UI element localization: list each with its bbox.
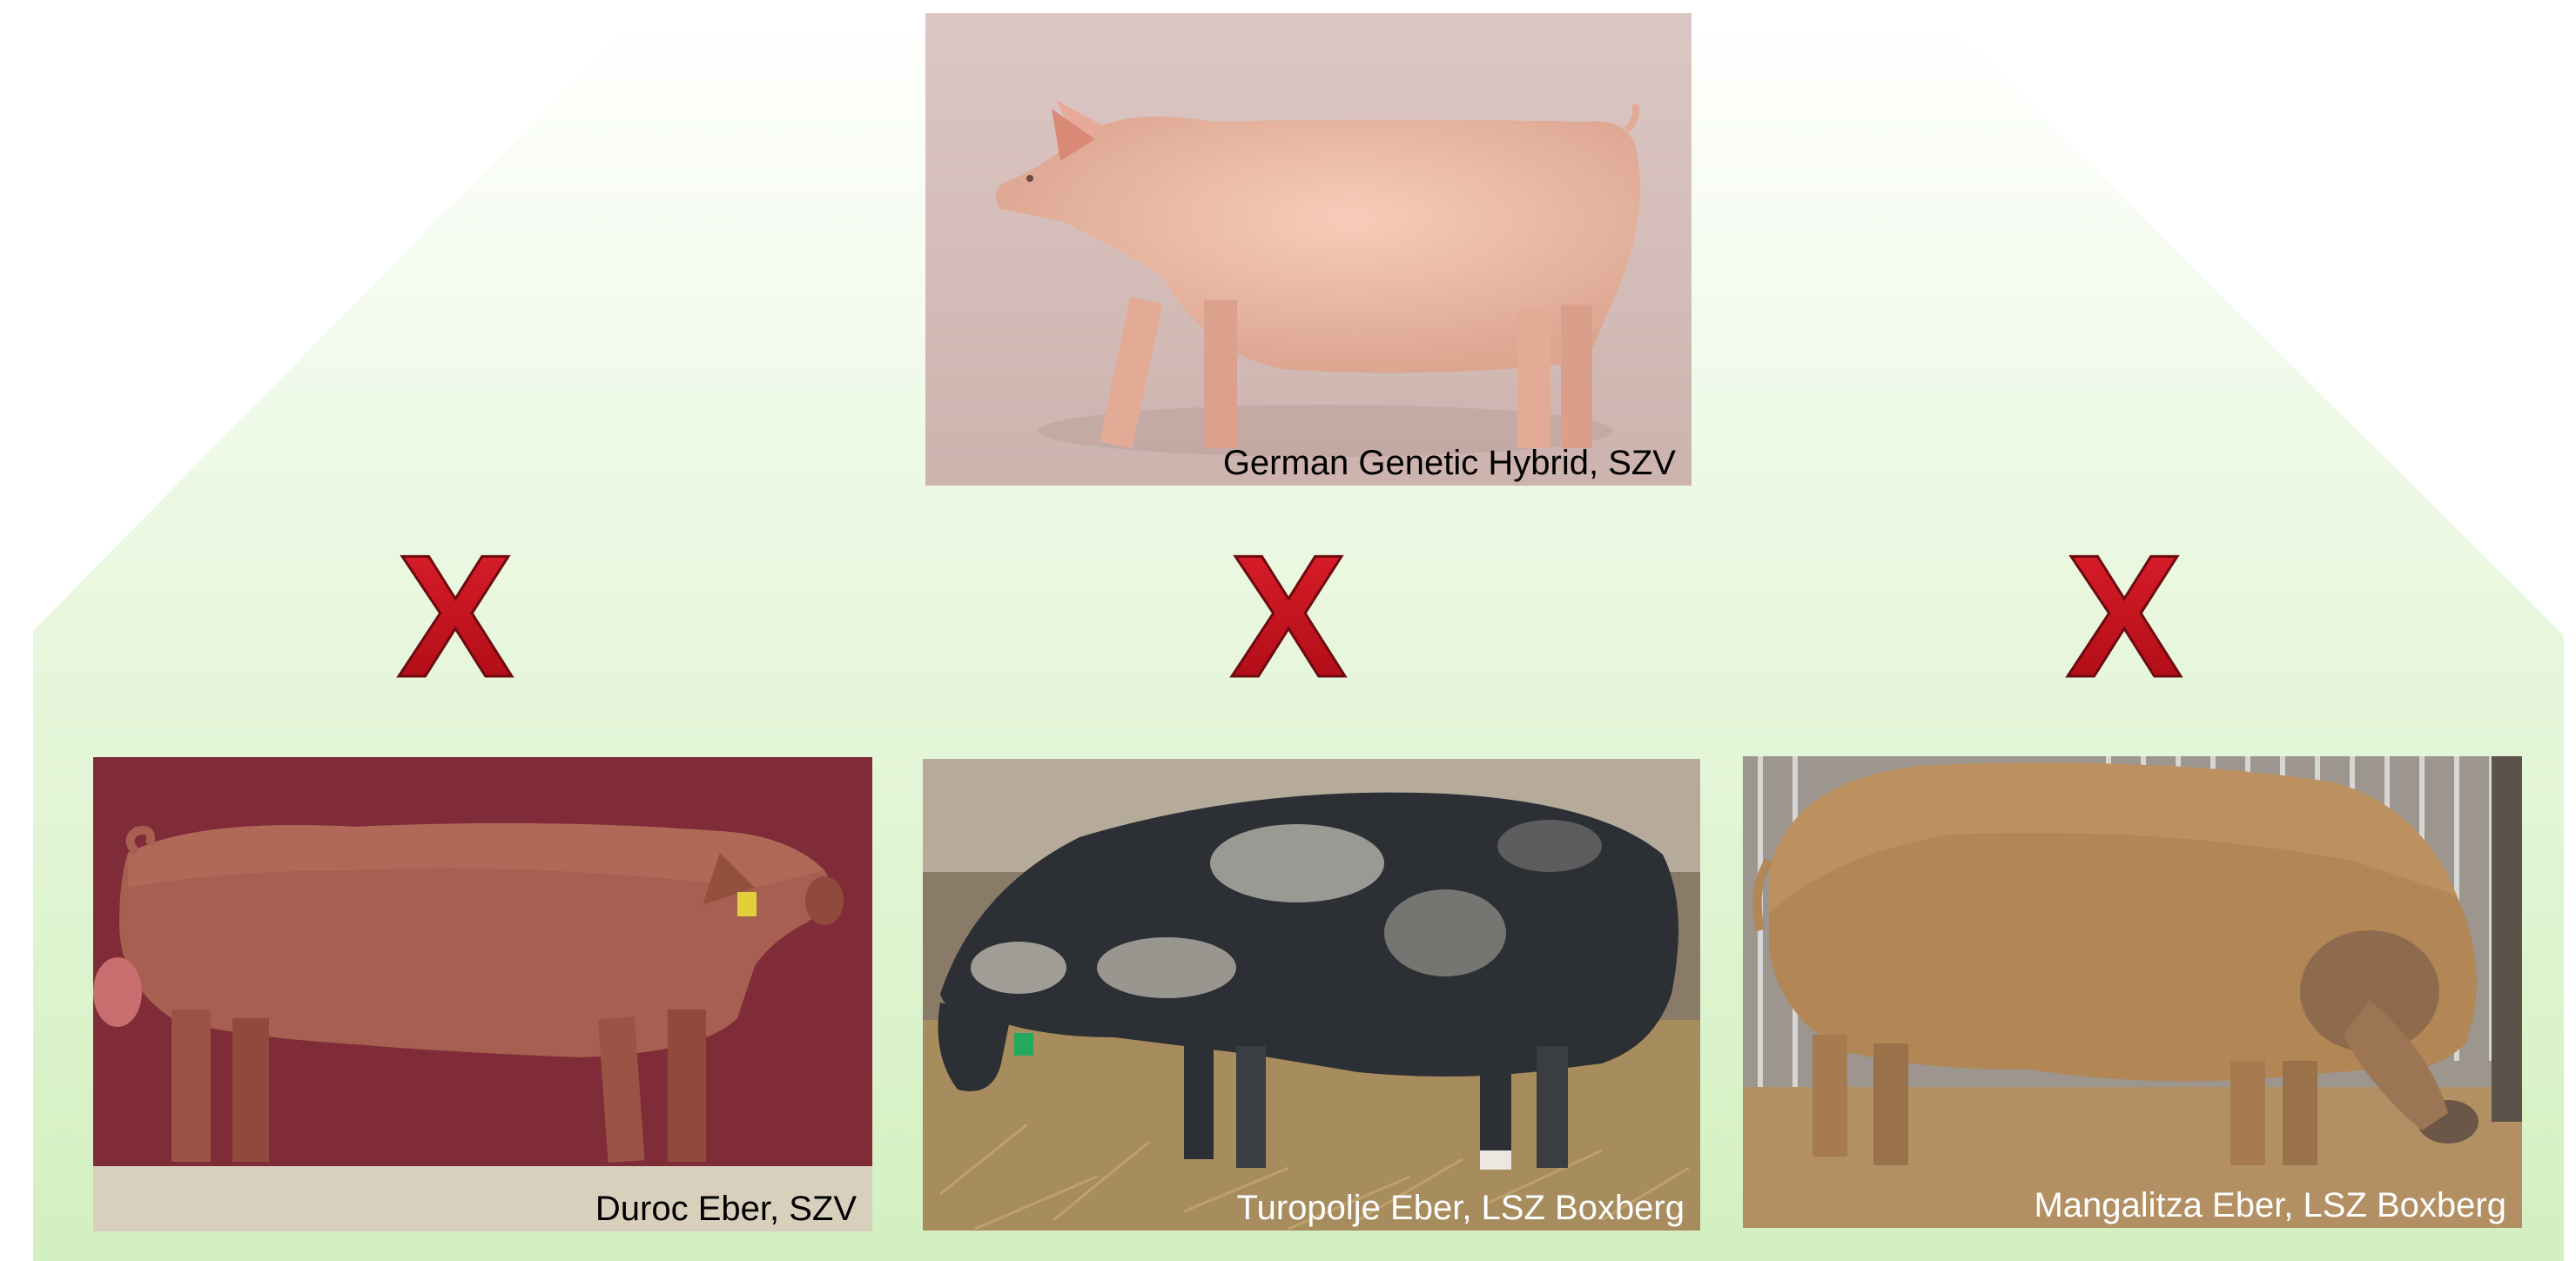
pig-photo-icon xyxy=(93,757,872,1231)
pig-photo-icon xyxy=(923,759,1700,1231)
svg-text:X: X xyxy=(1230,546,1346,694)
cross-x-icon: X xyxy=(390,546,521,694)
cross-x-icon: X xyxy=(1223,546,1354,694)
svg-text:X: X xyxy=(397,546,513,694)
top-photo-caption: German Genetic Hybrid, SZV xyxy=(1223,446,1676,480)
pig-photo-icon xyxy=(1743,756,2522,1228)
mangalitza-pig-photo: Mangalitza Eber, LSZ Boxberg xyxy=(1743,756,2522,1228)
duroc-pig-photo: Duroc Eber, SZV xyxy=(93,757,872,1231)
pig-photo-icon xyxy=(925,13,1692,486)
mangalitza-photo-caption: Mangalitza Eber, LSZ Boxberg xyxy=(2034,1188,2506,1223)
cross-x-icon: X xyxy=(2059,546,2189,694)
svg-text:X: X xyxy=(2066,546,2182,694)
top-pig-photo: German Genetic Hybrid, SZV xyxy=(925,13,1692,486)
turopolje-pig-photo: Turopolje Eber, LSZ Boxberg xyxy=(923,759,1700,1231)
turopolje-photo-caption: Turopolje Eber, LSZ Boxberg xyxy=(1237,1191,1685,1225)
duroc-photo-caption: Duroc Eber, SZV xyxy=(595,1191,857,1226)
